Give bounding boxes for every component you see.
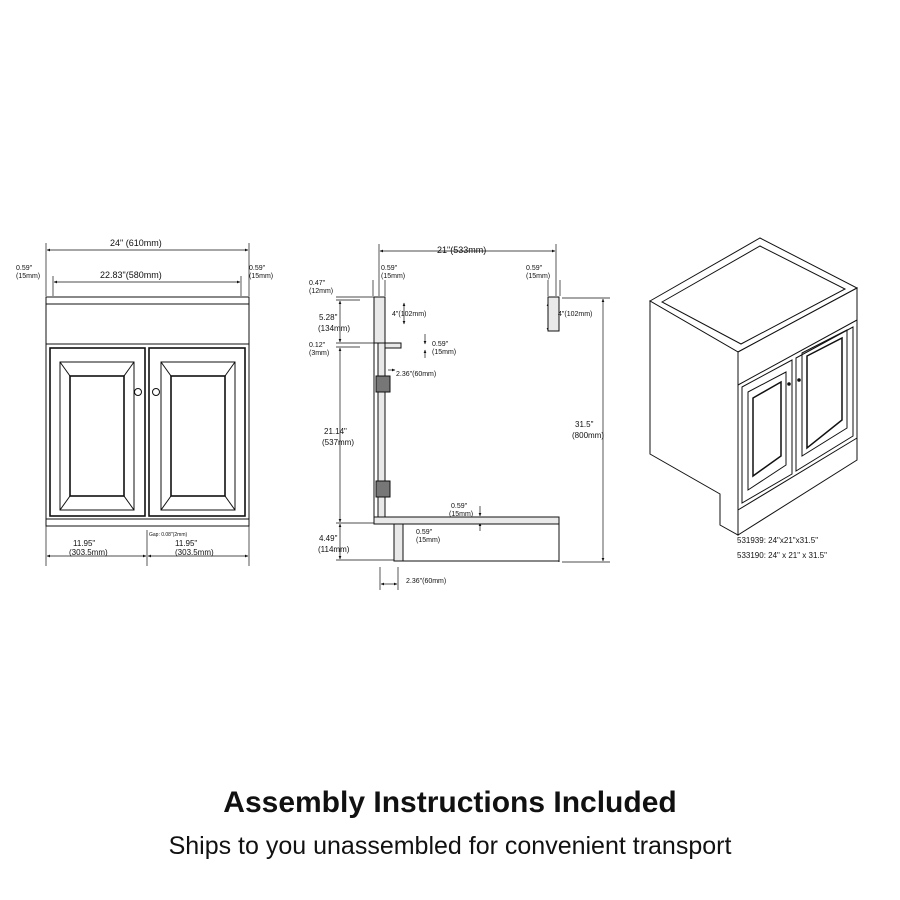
front-view (45, 243, 250, 566)
side-dimension-lines (336, 244, 610, 590)
door-height-mm: (537mm) (322, 438, 354, 447)
door-knob-left (134, 388, 142, 396)
toe-depth-label: 2.36"(60mm) (406, 578, 446, 585)
total-height-mm: (800mm) (572, 431, 604, 440)
door-left-width: 11.95" (73, 539, 95, 548)
gap-mm: (3mm) (309, 350, 329, 357)
cabinet-face (45, 303, 250, 527)
rail-height-left: 4"(102mm) (392, 311, 426, 318)
model-2: 533190: 24" x 21" x 31.5" (737, 551, 827, 560)
total-height-label: 31.5" (575, 420, 594, 429)
inner-width-label: 22.83"(580mm) (100, 270, 162, 280)
upper-height-label: 5.28" (319, 313, 338, 322)
back-thick-mm: (15mm) (381, 273, 405, 280)
back-thick-label: 0.59" (381, 265, 398, 272)
shelf-thick-mm: (15mm) (432, 349, 456, 356)
model-1: 531939: 24"x21"x31.5" (737, 536, 818, 545)
side-view (336, 244, 610, 590)
toe-height-mm: (114mm) (318, 545, 350, 554)
bottom-thick-mm: (15mm) (449, 511, 473, 518)
door-left (49, 347, 146, 517)
side-section-outline (373, 296, 560, 562)
hinge-depth-label: 2.36"(60mm) (396, 371, 436, 378)
front-labels: 24" (610mm) 0.59" (15mm) 22.83"(580mm) 0… (16, 238, 273, 557)
front-dimension-lines (45, 243, 250, 566)
caption-title: Assembly Instructions Included (223, 786, 677, 819)
toe-thick-label: 0.59" (416, 529, 433, 536)
toe-height-label: 4.49" (319, 534, 338, 543)
caption-subtitle: Ships to you unassembled for convenient … (168, 832, 732, 860)
hinge-lower (375, 480, 391, 498)
door-left-mm: (303.5mm) (69, 548, 108, 557)
rail-height-right: 4"(102mm) (558, 311, 592, 318)
door-right-width: 11.95" (175, 539, 197, 548)
side-right-mm: (15mm) (249, 273, 273, 280)
countertop-edge (45, 296, 250, 305)
overall-width-label: 24" (610mm) (110, 238, 162, 248)
iso-front-face (737, 287, 858, 536)
door-right-mm: (303.5mm) (175, 548, 214, 557)
gap-label: 0.12" (309, 342, 326, 349)
iso-door-left (741, 359, 793, 504)
iso-door-right (795, 326, 854, 472)
shelf-thick-label: 0.59" (432, 341, 449, 348)
side-left-mm: (15mm) (16, 273, 40, 280)
front-thick-mm: (15mm) (526, 273, 550, 280)
isometric-view (648, 237, 859, 536)
side-left-label: 0.59" (16, 265, 33, 272)
top-offset-mm: (12mm) (309, 288, 333, 295)
door-right (148, 347, 246, 517)
model-list: 531939: 24"x21"x31.5" 533190: 24" x 21" … (737, 536, 827, 560)
door-height-label: 21.14" (324, 427, 347, 436)
upper-height-mm: (134mm) (318, 324, 350, 333)
top-offset-label: 0.47" (309, 280, 326, 287)
side-right-label: 0.59" (249, 265, 266, 272)
front-thick-label: 0.59" (526, 265, 543, 272)
hinge-upper (375, 375, 391, 393)
depth-label: 21"(533mm) (437, 245, 486, 255)
bottom-thick-label: 0.59" (451, 503, 468, 510)
door-knob-right (152, 388, 160, 396)
toe-thick-mm: (15mm) (416, 537, 440, 544)
door-gap-label: Gap: 0.08"(2mm) (149, 532, 188, 538)
side-labels: 21"(533mm) 0.59" (15mm) 0.59" (15mm) 0.4… (309, 245, 604, 585)
